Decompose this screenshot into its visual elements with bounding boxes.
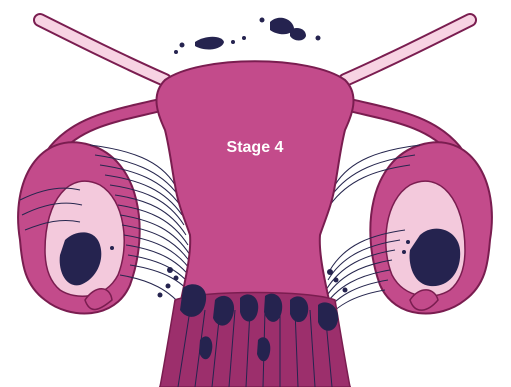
left-ovary <box>18 142 140 313</box>
uterus <box>156 61 353 387</box>
right-ovary <box>370 142 492 313</box>
top-lesions <box>174 18 321 55</box>
stage-label: Stage 4 <box>227 139 284 156</box>
